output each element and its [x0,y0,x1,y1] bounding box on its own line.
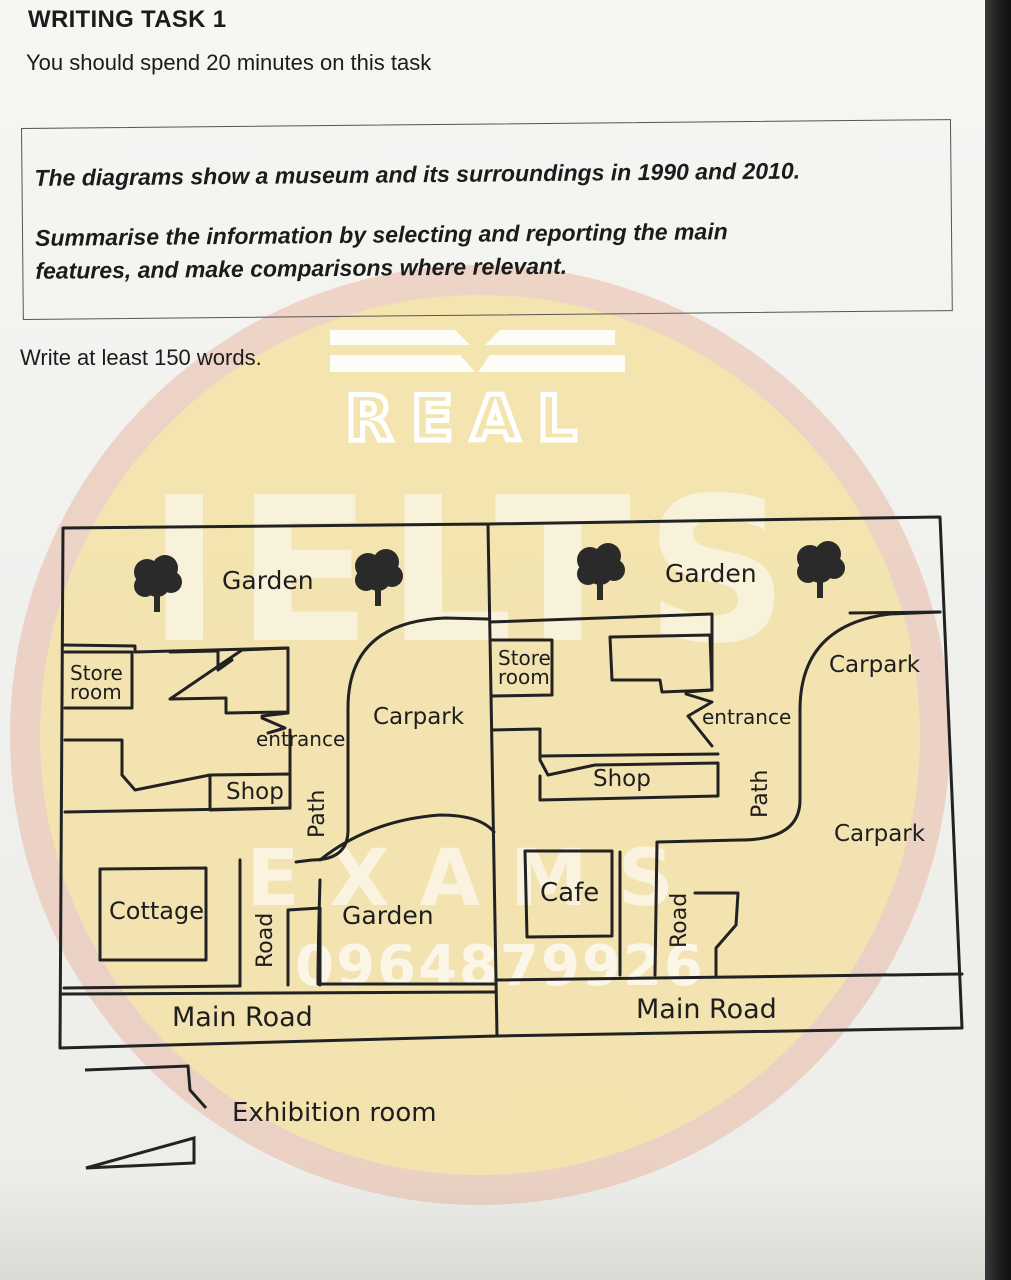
map-1990-store-room [63,650,134,710]
map-2010-label-shop: Shop [593,766,651,792]
page-edge-shadow [985,0,1011,1280]
photo-shadow [0,1175,985,1280]
map-2010-shop-box [538,752,720,758]
map-2010-label-carpark-top: Carpark [829,652,921,678]
watermark-wings-icon [330,330,625,372]
legend-label-exhibition-room: Exhibition room [232,1098,437,1128]
map-1990-shop-divider [208,772,292,810]
map-2010-label-main-road: Main Road [636,994,777,1025]
map-1990-exhibition-door [216,649,234,672]
map-1990-building-bottom [63,806,292,814]
map-1990-label-garden-top: Garden [222,566,314,595]
map-1990-bottom-line [62,982,496,990]
tree-icon [355,549,403,606]
map-2010-bottom-line [495,972,964,982]
tree-icon [134,555,182,612]
map-1990-label-store-room-2: room [70,680,122,704]
time-instruction: You should spend 20 minutes on this task [26,50,432,75]
map-2010 [486,515,964,1038]
map-1990-label-shop: Shop [226,779,284,805]
map-2010-building-mid [490,727,720,802]
map-2010-road-box [693,891,740,977]
map-2010-label-road: Road [667,893,692,948]
map-2010-border [486,515,964,1038]
map-2010-label-entrance: entrance [702,705,791,729]
map-2010-path [653,708,802,977]
map-2010-label-store-room-1: Store [498,646,551,670]
map-1990 [58,522,499,1050]
map-1990-entrance-mark [260,716,287,735]
map-2010-label-store-room-2: room [498,665,550,689]
watermark-phone: 0964879926 [295,934,705,999]
task-title: WRITING TASK 1 [28,6,227,33]
map-2010-exhibition-room [608,633,714,694]
map-1990-label-carpark: Carpark [373,704,465,730]
map-1990-label-main-road: Main Road [172,1002,313,1033]
map-1990-cottage [98,866,208,962]
map-1990-garden-lower [286,906,322,987]
map-1990-label-cottage: Cottage [109,897,204,925]
map-1990-main-road-line [60,990,497,996]
watermark-brand-top: REAL [345,382,595,455]
map-1990-label-road: Road [253,913,278,968]
map-1990-label-store-room-1: Store [70,661,123,685]
word-count-instruction: Write at least 150 words. [20,345,262,370]
map-1990-carpark-curve [346,616,490,710]
map-2010-label-path: Path [748,770,773,818]
tree-icon [577,543,625,600]
map-1990-path-inner [294,706,350,864]
exhibition-room-legend-icon [84,1064,208,1170]
map-2010-store-room [490,638,554,698]
map-1990-label-garden-bottom: Garden [342,901,434,930]
map-2010-label-carpark-bottom: Carpark [834,821,926,847]
map-1990-label-entrance: entrance [256,727,345,751]
map-2010-label-cafe: Cafe [540,878,599,908]
map-1990-exhibition-room-upper [168,646,290,715]
map-2010-carpark-curve [798,610,942,712]
map-2010-cafe [523,849,614,939]
map-2010-entrance-mark [684,692,714,748]
map-1990-garden-curve [318,813,496,862]
tree-icon [797,541,845,598]
map-1990-label-path: Path [305,790,330,838]
map-2010-label-garden-top: Garden [665,559,757,588]
museum-maps-diagram: Garden Store room entrance Carpark Shop … [58,515,964,1170]
